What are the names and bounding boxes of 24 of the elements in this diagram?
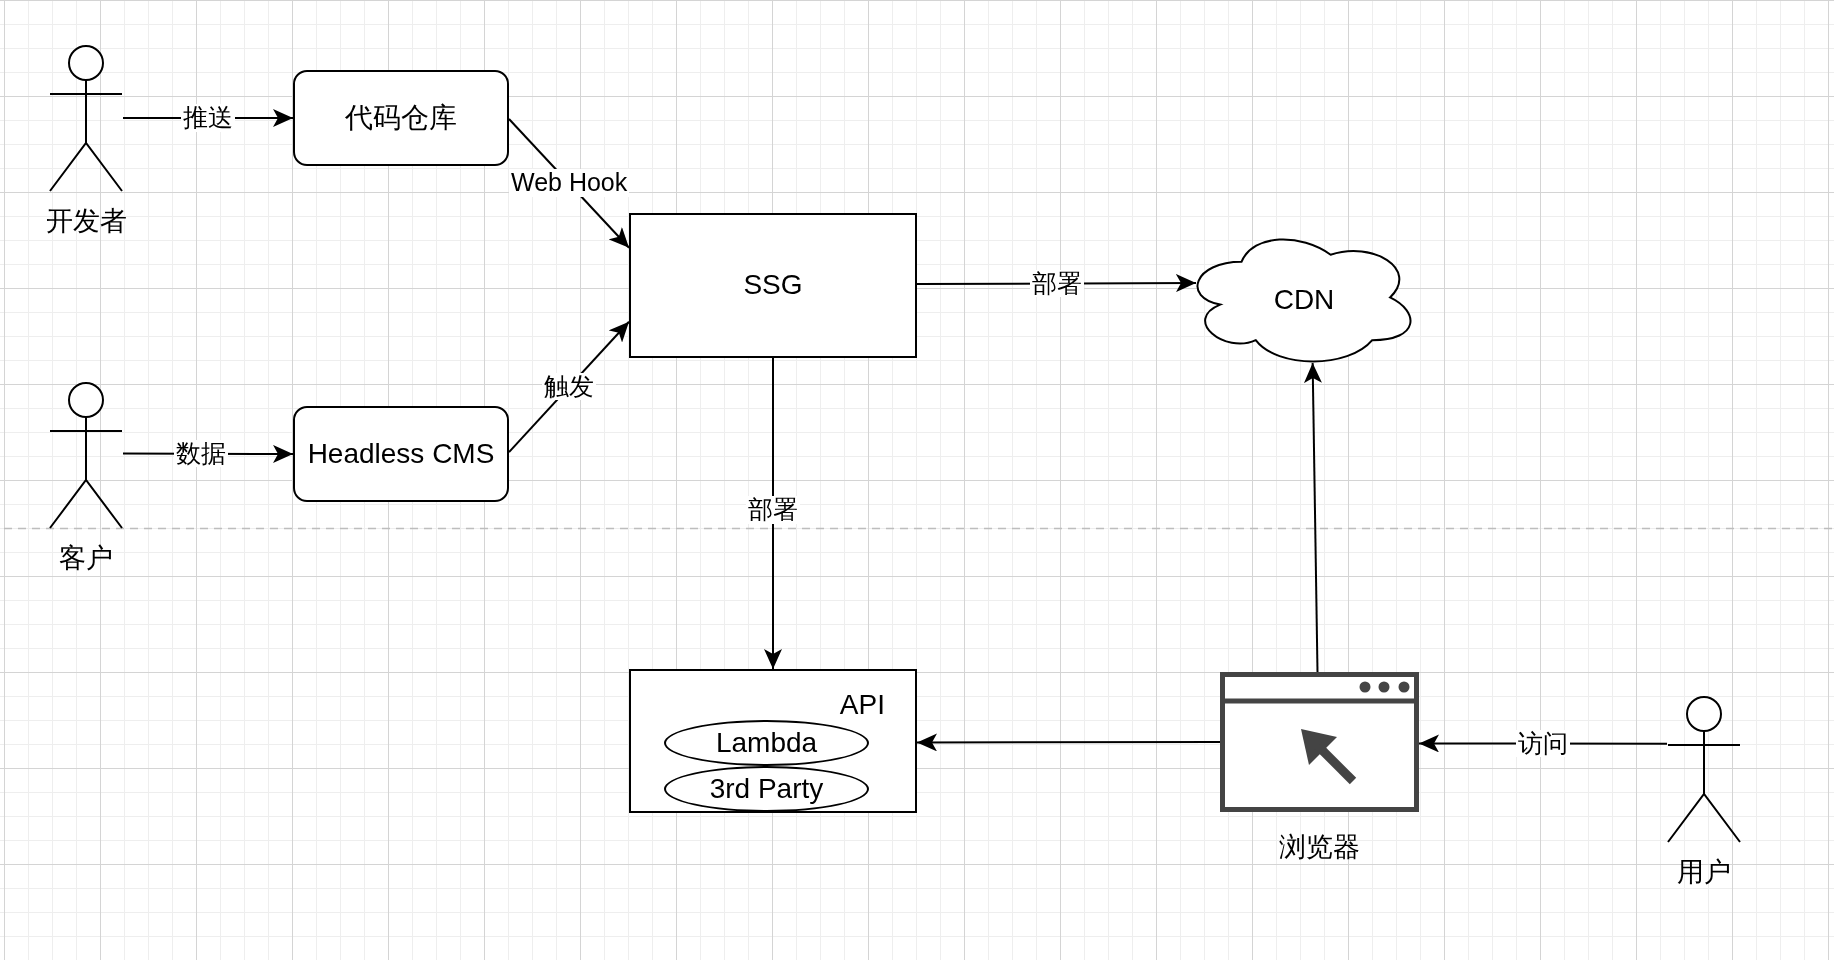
edge-label: 数据	[174, 439, 229, 468]
node-label: Lambda	[715, 726, 818, 760]
edge-label: 部署	[746, 496, 800, 524]
node-label: 3rd Party	[709, 772, 824, 806]
node-label: API	[839, 689, 885, 722]
process-box	[629, 213, 917, 358]
arrow	[916, 733, 1221, 752]
node-label: 浏览器	[1279, 831, 1360, 863]
node-label: SSG	[743, 269, 803, 302]
edge-label: Web Hook	[509, 169, 630, 197]
actor-label: 用户	[1677, 856, 1731, 888]
process-box	[293, 70, 509, 166]
edge-label: 推送	[181, 104, 235, 132]
arrow	[1303, 362, 1322, 673]
process-box	[293, 406, 509, 502]
node-label: Headless CMS	[307, 437, 495, 471]
actor-label: 客户	[59, 542, 113, 574]
arrow	[764, 357, 782, 670]
node-label: CDN	[1273, 284, 1335, 317]
edge-label: 触发	[542, 372, 596, 401]
node-label: 代码仓库	[345, 101, 457, 135]
container-box	[629, 669, 917, 813]
actor-label: 开发者	[45, 205, 127, 237]
edge-label: 访问	[1516, 729, 1570, 758]
